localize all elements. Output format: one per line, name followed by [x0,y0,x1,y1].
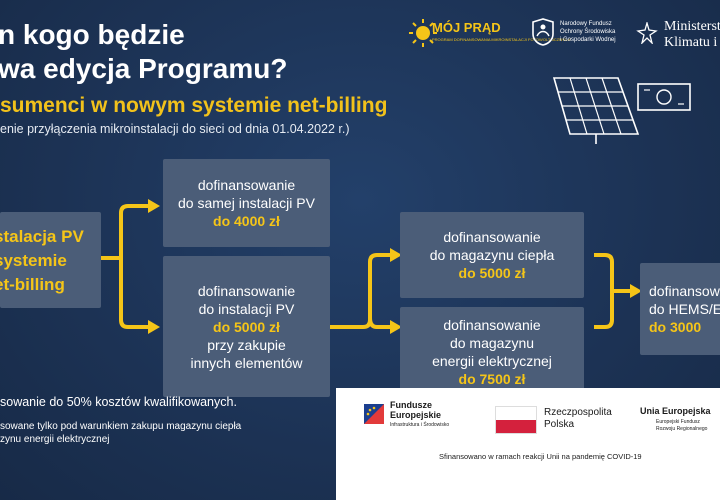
moj-prad-logo: MÓJ PRĄD PROGRAM DOFINANSOWANIA MIKROINS… [408,14,570,54]
box-energy-line-3: energii elektrycznej [432,353,552,369]
covid-funding-note: Sfinansowano w ramach reakcji Unii na pa… [439,452,642,461]
box-hems: dofinansow do HEMS/E do 3000 [640,263,720,355]
subtitle: sumenci w nowym systemie net-billing [0,94,388,117]
title-line-1: n kogo będzie [0,19,185,50]
ministry-line-1: Ministerstw [664,19,720,34]
box-heat-storage: dofinansowanie do magazynu ciepła do 500… [400,212,584,298]
nfosigw-line-3: i Gospodarki Wodnej [560,37,616,43]
box-pv-only-line-1: dofinansowanie [197,177,296,193]
nfosigw-line-2: Ochrony Środowiska [560,29,616,35]
pv-net-billing-box: stalacja PV systemie et-billing [0,212,101,308]
fe-line-1: Fundusze [390,400,432,410]
rp-line-2: Polska [544,419,575,430]
box-energy-storage: dofinansowanie do magazynu energii elekt… [400,307,584,397]
box-pv-with-amount: do 5000 zł [213,318,280,335]
title-line-2: wa edycja Programu? [0,53,288,84]
nfosigw-emblem-icon [532,18,554,46]
box-pv-with-line-2: do instalacji PV [198,300,295,317]
fundusze-europejskie-icon [364,404,384,424]
box-hems-line-1: dofinansow [649,283,720,299]
footnote-2-line-1: sowane tylko pod warunkiem zakupu magazy… [0,421,242,432]
fe-line-3: Infrastruktura i Środowisko [390,422,450,428]
nfosigw-line-1: Narodowy Fundusz [560,21,612,27]
box-heat-amount: do 5000 zł [458,265,526,281]
nfosigw-logo: Narodowy Fundusz Ochrony Środowiska i Go… [530,16,640,52]
box-energy-amount: do 7500 zł [458,371,526,387]
eu-logo-strip: Fundusze Europejskie Infrastruktura i Śr… [336,388,720,500]
sun-icon [409,19,437,47]
polish-flag [495,406,537,434]
box-pv-only-line-2: do samej instalacji PV [178,195,315,211]
ue-line-2: Europejski Fundusz [656,419,700,425]
box-pv-with-components: dofinansowanie do instalacji PV do 5000 … [163,256,330,397]
box-energy-line-1: dofinansowanie [443,317,541,333]
left-box-line-1: stalacja PV [0,227,84,246]
moj-prad-wordmark: MÓJ PRĄD [432,20,501,35]
moj-prad-subtext: PROGRAM DOFINANSOWANIA MIKROINSTALACJI F… [432,37,571,42]
ministry-logo: Ministerstw Klimatu i Ś [636,14,720,54]
left-box-line-3: et-billing [0,275,65,294]
footnote-2-line-2: zynu energii elektrycznej [0,434,110,445]
box-energy-line-2: do magazynu [449,335,535,351]
box-pv-only-amount: do 4000 zł [213,213,280,229]
footnote-1: sowanie do 50% kosztów kwalifikowanych. [0,395,237,409]
box-hems-amount: do 3000 [649,319,702,335]
box-pv-with-line-4: innych elementów [190,354,303,371]
subtitle-note: enie przyłączenia mikroinstalacji do sie… [0,122,350,136]
box-heat-line-1: dofinansowanie [443,229,541,245]
solar-panel-icon [552,77,691,144]
box-heat-line-2: do magazynu ciepła [429,247,555,263]
ministry-line-2: Klimatu i Ś [664,35,720,50]
fe-line-2: Europejskie [390,410,442,420]
ue-line-3: Rozwoju Regionalnego [656,426,708,432]
box-pv-with-line-3: przy zakupie [207,336,286,353]
left-box-line-2: systemie [0,251,67,270]
rp-line-1: Rzeczpospolita [544,407,612,418]
box-pv-with-line-1: dofinansowanie [197,282,296,299]
ue-line-1: Unia Europejska [640,406,711,416]
box-hems-line-2: do HEMS/E [649,301,720,317]
box-pv-only: dofinansowanie do samej instalacji PV do… [163,159,330,247]
ministry-emblem-icon [636,22,658,44]
